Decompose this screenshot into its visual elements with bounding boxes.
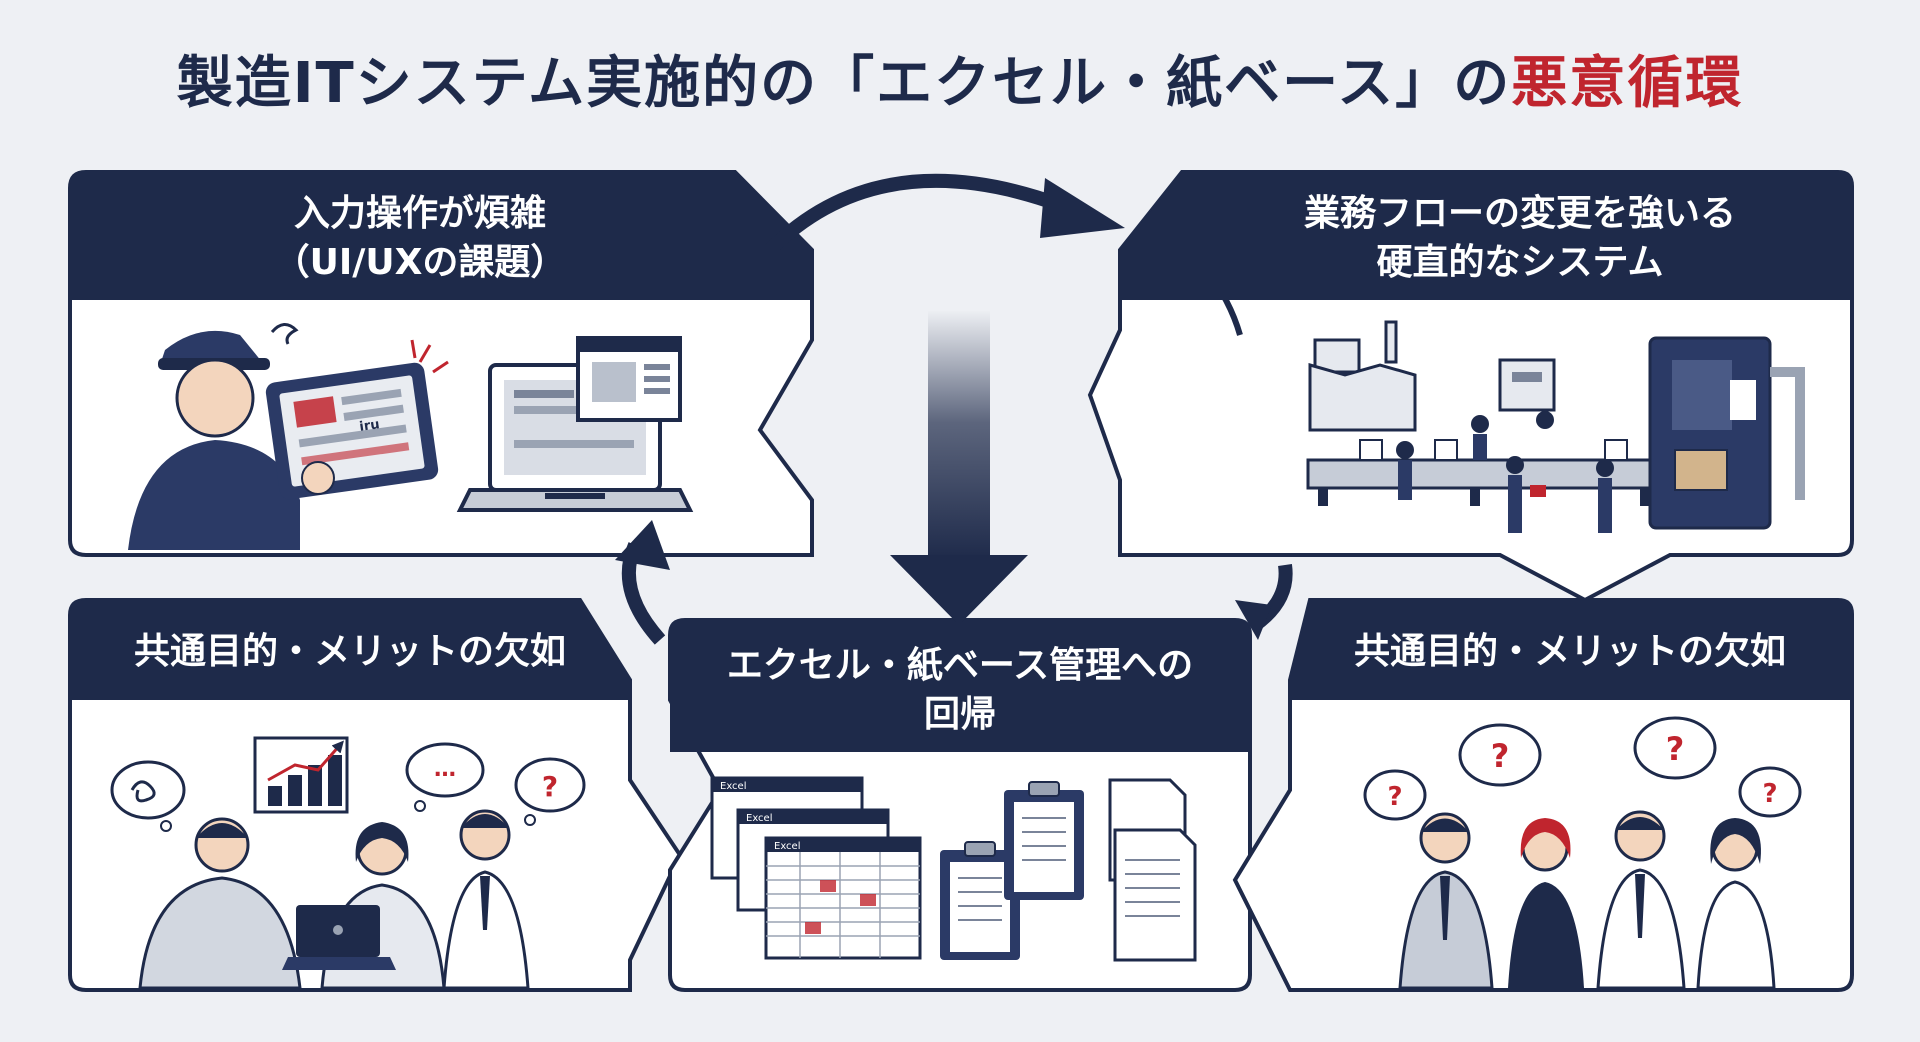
tablet-text: iru xyxy=(359,417,381,435)
panel-bottom-center: Excel Excel Excel xyxy=(668,618,1252,992)
spreadsheets-illustration: Excel Excel Excel xyxy=(710,776,922,960)
panel-bottom-left: … ? xyxy=(68,598,683,992)
arrow-top-curve xyxy=(765,173,1125,255)
panel-bottom-left-header: 共通目的・メリットの欠如 xyxy=(90,628,610,677)
panel-bottom-right-header: 共通目的・メリットの欠如 xyxy=(1300,628,1840,677)
sheet-label-2: Excel xyxy=(746,813,773,824)
panel-top-left: iru xyxy=(68,170,814,557)
top-left-line2: （UI/UXの課題） xyxy=(273,241,567,283)
panel-top-right xyxy=(1087,170,1854,603)
question-bubble-3: ? xyxy=(1666,730,1685,768)
panel-bottom-center-header: エクセル・紙ベース管理への 回帰 xyxy=(680,642,1240,739)
question-bubble-1: ? xyxy=(1387,782,1402,812)
sheet-label-1: Excel xyxy=(720,781,747,792)
panel-bottom-right: ? ? ? ? xyxy=(1232,598,1854,992)
top-right-line2: 硬直的なシステム xyxy=(1376,241,1664,283)
bottom-left-line1: 共通目的・メリットの欠如 xyxy=(133,631,566,672)
question-bubble-4: ? xyxy=(1762,779,1777,809)
arrow-right-down xyxy=(1235,564,1293,640)
team-questions-illustration: ? ? ? ? xyxy=(1363,716,1802,990)
laptop-illustration xyxy=(456,336,694,512)
thought-dots: … xyxy=(434,757,456,782)
team-confused-illustration: … ? xyxy=(110,736,586,990)
panel-top-left-header: 入力操作が煩雑 （UI/UXの課題） xyxy=(160,190,680,287)
arrow-center-down xyxy=(890,310,1028,625)
bottom-right-line1: 共通目的・メリットの欠如 xyxy=(1353,631,1786,672)
worker-with-tablet-illustration: iru xyxy=(128,323,449,550)
sheet-label-3: Excel xyxy=(774,841,801,852)
factory-line-illustration xyxy=(1306,320,1805,533)
arrow-left-up xyxy=(615,520,670,645)
bottom-center-line2: 回帰 xyxy=(923,693,996,735)
top-right-line1: 業務フローの変更を強いる xyxy=(1303,193,1736,234)
question-bubble-2: ? xyxy=(1491,737,1510,775)
arrow-top-right-hook xyxy=(1202,266,1243,336)
thought-question: ? xyxy=(542,770,558,803)
title-accent: 悪意循環 xyxy=(1511,51,1744,116)
clipboards-and-papers-illustration xyxy=(940,778,1197,962)
page-title: 製造ITシステム実施的の「エクセル・紙ベース」の悪意循環 xyxy=(0,38,1920,119)
title-main: 製造ITシステム実施的の「エクセル・紙ベース」の xyxy=(176,51,1512,116)
panel-top-right-header: 業務フローの変更を強いる 硬直的なシステム xyxy=(1240,190,1800,287)
top-left-line1: 入力操作が煩雑 xyxy=(293,193,546,234)
bottom-center-line1: エクセル・紙ベース管理への xyxy=(726,645,1194,686)
